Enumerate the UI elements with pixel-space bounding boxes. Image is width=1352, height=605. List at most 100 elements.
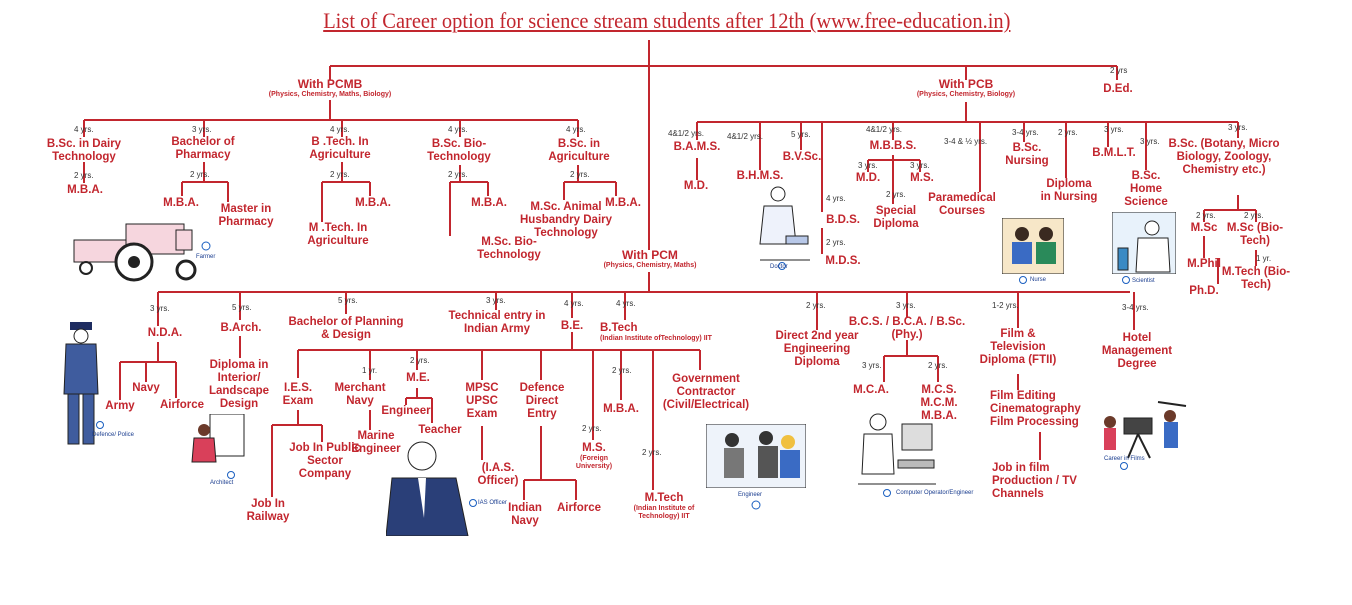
film-production-job-node: Job in film Production / TV Channels <box>992 462 1077 500</box>
indian-navy-node: Indian Navy <box>508 502 542 527</box>
ms-label: M.S. <box>582 442 606 454</box>
ies-exam-node: I.E.S. Exam <box>282 382 314 407</box>
dairy-duration: 4 yrs. <box>74 125 94 134</box>
mtech-bio-duration: 1 yr. <box>1256 254 1272 263</box>
nda-airforce-node: Airforce <box>159 399 205 411</box>
ms-duration: 2 yrs. <box>582 424 602 433</box>
pharmacy-mba-node: M.B.A. <box>163 197 199 209</box>
mpsc-upsc-node: MPSC UPSC Exam <box>465 382 499 420</box>
mds-duration: 2 yrs. <box>826 238 846 247</box>
scientist-caption: Scientist <box>1132 278 1155 284</box>
marine-engineer-node: Marine Engineer <box>351 430 401 455</box>
mbbs-md-duration: 3 yrs. <box>858 161 878 170</box>
barch-node: B.Arch. <box>220 322 262 334</box>
bams-duration: 4&1/2 yrs. <box>668 129 705 138</box>
tractor-illustration <box>73 223 197 282</box>
bds-duration: 4 yrs. <box>826 194 846 203</box>
mphil-node: M.Phil <box>1187 258 1221 270</box>
bsc-biotech-node: B.Sc. Bio-Technology <box>427 138 491 163</box>
btech-label: B.Tech <box>600 322 638 334</box>
barch-duration: 5 yrs. <box>232 303 252 312</box>
pcmb-name: With PCMB <box>297 77 363 91</box>
nursing-diploma-duration: 2 yrs. <box>1058 128 1078 137</box>
bvsc-node: B.V.Sc. <box>782 151 822 163</box>
dairy-mba-node: M.B.A. <box>67 184 103 196</box>
pharmacy-next-duration: 2 yrs. <box>190 170 210 179</box>
agri-tech-next-duration: 2 yrs. <box>330 170 350 179</box>
doctor-caption: Doctor <box>770 264 788 270</box>
architect-illustration <box>191 414 245 463</box>
psu-job-node: Job In Public Sector Company <box>289 442 361 480</box>
bsc-duration: 3 yrs. <box>1228 123 1248 132</box>
mtech-iit-node: M.Tech (Indian Institute of Technology) … <box>620 492 708 521</box>
btech-sub: (Indian Institute ofTechnology) IIT <box>600 335 712 342</box>
film-crew-illustration <box>1104 401 1187 459</box>
be-mba-node: M.B.A. <box>603 403 639 415</box>
msc-bio-duration: 2 yrs. <box>1244 211 1264 220</box>
engineer-caption: Engineer <box>738 492 763 498</box>
nurse-illustration <box>1002 218 1064 274</box>
pharmacy-duration: 3 yrs. <box>192 125 212 134</box>
nursing-diploma-node: Diploma in Nursing <box>1040 178 1098 203</box>
nda-node: N.D.A. <box>147 327 183 339</box>
agri-sc-mba-node: M.B.A. <box>605 197 641 209</box>
msc-biotech-node: M.Sc. Bio-Technology <box>477 236 541 261</box>
computer-operator-illustration <box>858 413 936 485</box>
farmer-caption: Farmer <box>196 254 216 260</box>
bams-node: B.A.M.S. <box>673 141 721 153</box>
btech-iit-node: B.Tech (Indian Institute ofTechnology) I… <box>600 322 760 343</box>
mca-duration: 3 yrs. <box>862 361 882 370</box>
bhms-node: B.H.M.S. <box>736 170 784 182</box>
railway-job-node: Job In Railway <box>246 498 290 523</box>
home-science-duration: 3 yrs. <box>1140 137 1160 146</box>
nda-duration: 3 yrs. <box>150 304 170 313</box>
phd-node: Ph.D. <box>1189 285 1219 297</box>
agri-sc-next-duration: 2 yrs. <box>570 170 590 179</box>
planning-design-node: Bachelor of Planning & Design <box>288 316 404 341</box>
master-pharmacy-node: Master in Pharmacy <box>218 203 274 228</box>
ias-officer-node: (I.A.S. Officer) <box>477 462 519 487</box>
pcm-node: With PCM (Physics, Chemistry, Maths) <box>588 249 712 270</box>
ias-caption: IAS Officer <box>478 500 507 506</box>
mbbs-node: M.B.B.S. <box>869 140 917 152</box>
biotech-next-duration: 2 yrs. <box>448 170 468 179</box>
agri-tech-duration: 4 yrs. <box>330 125 350 134</box>
doctor-illustration <box>759 186 810 261</box>
be-mba-duration: 2 yrs. <box>612 366 632 375</box>
interior-landscape-node: Diploma in Interior/ Landscape Design <box>208 359 270 410</box>
engineering-diploma-node: Direct 2nd year Engineering Diploma <box>775 330 859 368</box>
ded-duration: 2 yrs <box>1110 66 1128 75</box>
biotech-mba-node: M.B.A. <box>471 197 507 209</box>
navy-node: Navy <box>132 382 160 394</box>
films-caption: Career in Films <box>1104 456 1145 462</box>
page-title: List of Career option for science stream… <box>323 8 1011 33</box>
film-duration: 1-2 yrs. <box>992 301 1019 310</box>
mbbs-duration: 4&1/2 yrs. <box>866 125 903 134</box>
army-node: Army <box>105 400 135 412</box>
technical-entry-node: Technical entry in Indian Army <box>448 310 546 335</box>
merchant-navy-duration: 1 yr. <box>362 366 378 375</box>
agri-tech-mba-node: M.B.A. <box>355 197 391 209</box>
film-tv-diploma-node: Film & Television Diploma (FTII) <box>979 328 1057 366</box>
mtech-sub: (Indian Institute of Technology) IIT <box>633 505 695 520</box>
bams-md-node: M.D. <box>683 180 709 192</box>
biotech-duration: 4 yrs. <box>448 125 468 134</box>
ias-officer-illustration <box>386 441 469 536</box>
pcmb-node: With PCMB (Physics, Chemistry, Maths, Bi… <box>246 78 414 99</box>
mca-node: M.C.A. <box>853 384 889 396</box>
pcb-name: With PCB <box>938 77 994 91</box>
police-officer-illustration <box>63 322 99 445</box>
tech-entry-duration: 3 yrs. <box>486 296 506 305</box>
teacher-node: Teacher <box>418 424 462 436</box>
bvsc-duration: 5 yrs. <box>791 130 811 139</box>
be-node: B.E. <box>560 320 584 332</box>
ded-node: D.Ed. <box>1103 83 1133 95</box>
pcm-name: With PCM <box>622 248 678 262</box>
government-contractor-node: Government Contractor (Civil/Electrical) <box>662 373 750 411</box>
special-diploma-duration: 2 yrs. <box>886 190 906 199</box>
bmlt-node: B.M.L.T. <box>1092 147 1136 159</box>
msc-animal-husbandry-node: M.Sc. Animal Husbandry Dairy Technology <box>519 201 613 239</box>
mds-node: M.D.S. <box>825 255 861 267</box>
architect-caption: Architect <box>210 480 234 486</box>
